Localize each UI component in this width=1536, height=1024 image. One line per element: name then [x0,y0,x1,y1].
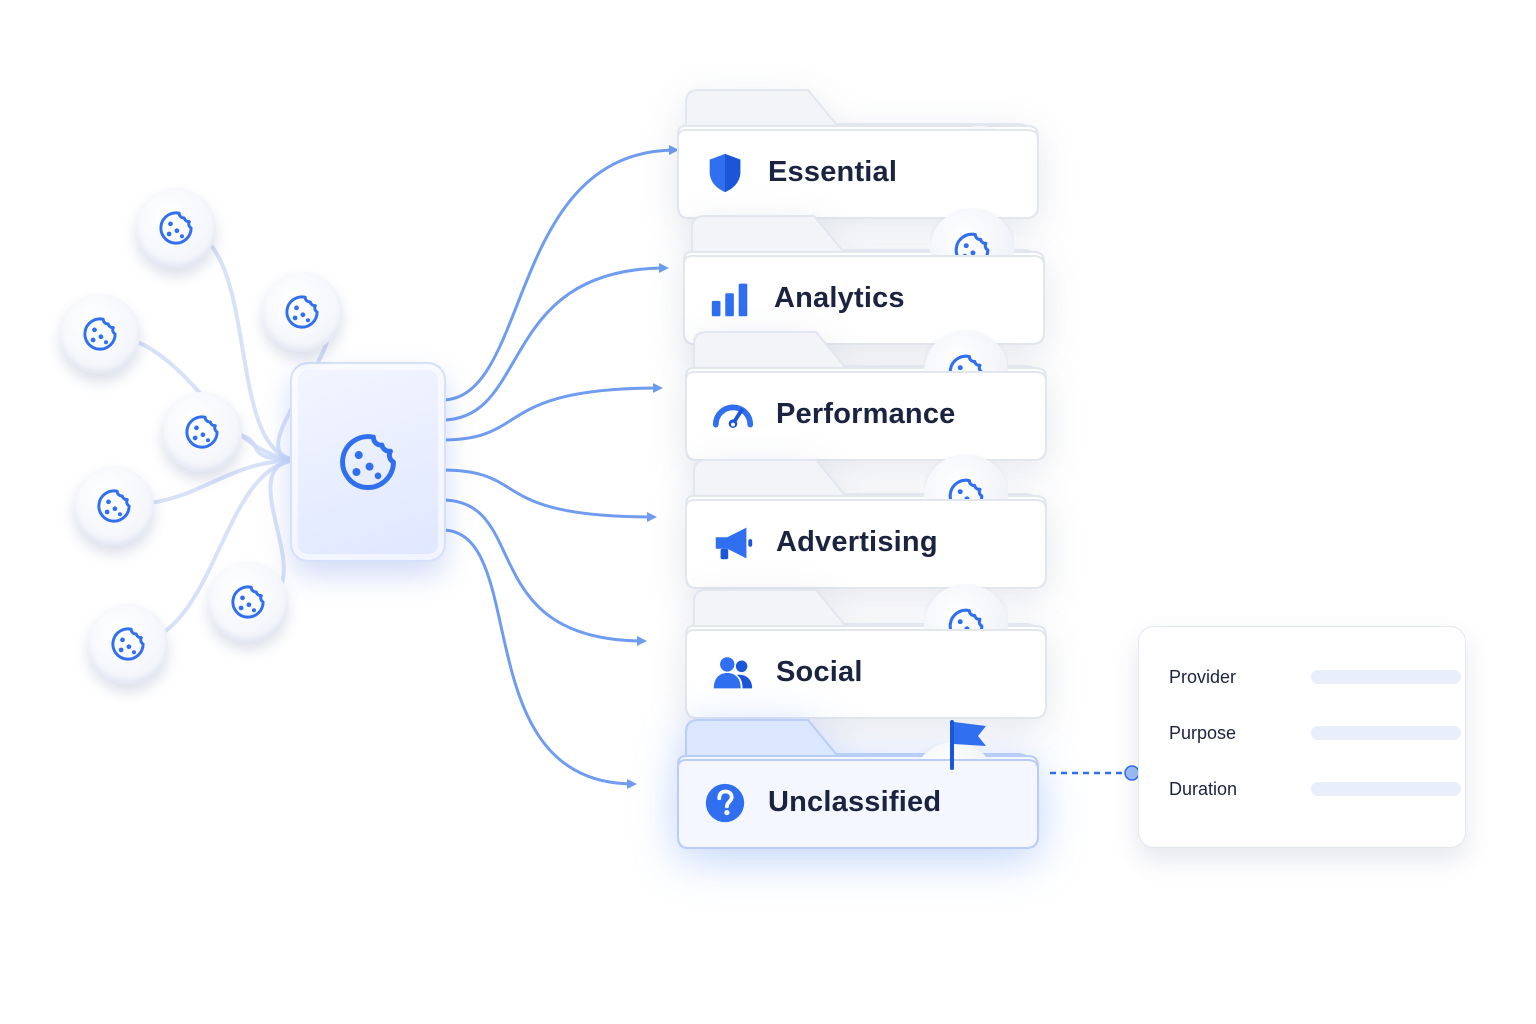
details-value-placeholder [1311,726,1461,740]
category-label: Analytics [774,282,905,314]
category-tray-advertising: Advertising [676,450,1054,590]
cookie-icon [285,295,319,329]
category-link [441,528,637,789]
bar-chart-icon [708,276,754,322]
category-label: Advertising [776,526,938,558]
category-tray-essential: Essential [668,80,1046,220]
details-row-provider: Provider [1169,665,1461,689]
users-icon [710,650,756,696]
cookie-details-card: Provider Purpose Duration [1138,626,1466,848]
tray-front [677,129,1039,219]
category-label: Essential [768,156,898,188]
category-link [441,145,679,402]
tray-front [683,255,1045,345]
details-value-placeholder [1311,670,1461,684]
category-link [441,263,669,422]
category-link [441,468,657,522]
cookie-icon [340,434,396,490]
megaphone-icon [710,520,756,566]
category-tray-social: Social [676,580,1054,720]
tray-front [685,499,1047,589]
source-cookie [162,392,242,472]
tray-front [685,371,1047,461]
category-label: Social [776,656,863,688]
cookie-icon [97,489,131,523]
details-label: Duration [1169,779,1238,799]
speedometer-icon [710,392,756,438]
tray-front [685,629,1047,719]
source-cookie [60,294,140,374]
details-row-purpose: Purpose [1169,721,1461,745]
cookie-icon [231,585,265,619]
cookie-scanner-hub [290,362,446,562]
source-cookie [88,604,168,684]
cookie-icon [111,627,145,661]
question-icon [702,780,748,826]
flag-icon [950,720,986,770]
category-tray-analytics: Analytics [674,206,1052,346]
shield-icon [702,150,748,196]
category-tray-unclassified: Unclassified [668,710,1046,850]
category-link [441,383,663,442]
source-cookie [136,188,216,268]
cookie-icon [159,211,193,245]
details-value-placeholder [1311,782,1461,796]
connector-dot [1124,765,1140,781]
tray-front [677,759,1039,849]
source-cookie [262,272,342,352]
source-cookie [74,466,154,546]
category-tray-performance: Performance [676,322,1054,462]
cookie-icon [83,317,117,351]
category-label: Unclassified [768,786,942,818]
details-label: Purpose [1169,723,1237,743]
category-link [441,498,647,646]
details-label: Provider [1169,667,1237,687]
details-row-duration: Duration [1169,777,1461,801]
source-cookie [208,562,288,642]
category-label: Performance [776,398,956,430]
cookie-icon [185,415,219,449]
